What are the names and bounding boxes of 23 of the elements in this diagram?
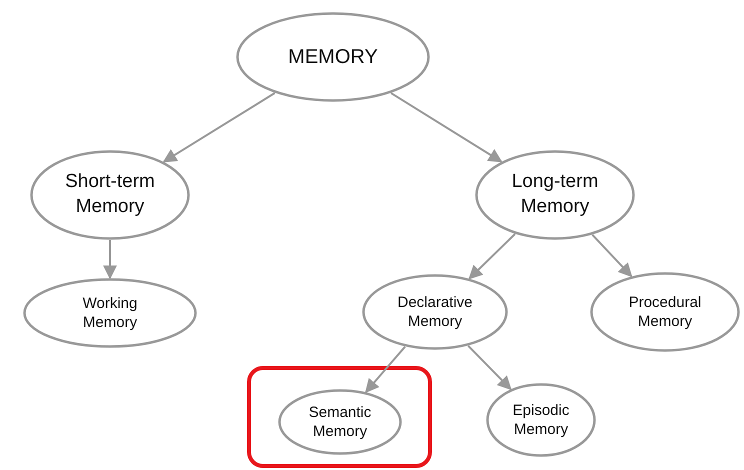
node-label: Long-term Memory xyxy=(510,170,600,219)
node-label: Short-term Memory xyxy=(64,170,156,219)
memory-ellipse xyxy=(475,150,635,240)
node-label: MEMORY xyxy=(288,45,378,70)
arrow xyxy=(390,92,502,162)
memory-ellipse xyxy=(590,272,740,352)
node-label: Semantic Memory xyxy=(308,402,372,442)
arrow xyxy=(468,345,512,390)
arrow xyxy=(468,233,516,280)
arrow xyxy=(592,234,632,278)
memory-ellipse xyxy=(486,383,596,457)
node-label: Working Memory xyxy=(82,294,138,332)
memory-ellipse xyxy=(236,12,430,102)
memory-ellipse xyxy=(362,274,508,350)
node-label: Declarative Memory xyxy=(396,292,474,332)
node-label: Procedural Memory xyxy=(628,292,702,332)
node-label: Episodic Memory xyxy=(512,400,570,440)
arrow xyxy=(162,92,276,163)
arrow xyxy=(364,346,406,394)
memory-ellipse xyxy=(23,278,197,348)
memory-ellipse xyxy=(30,150,190,240)
memory-ellipse xyxy=(278,389,402,455)
arrow xyxy=(103,240,117,280)
